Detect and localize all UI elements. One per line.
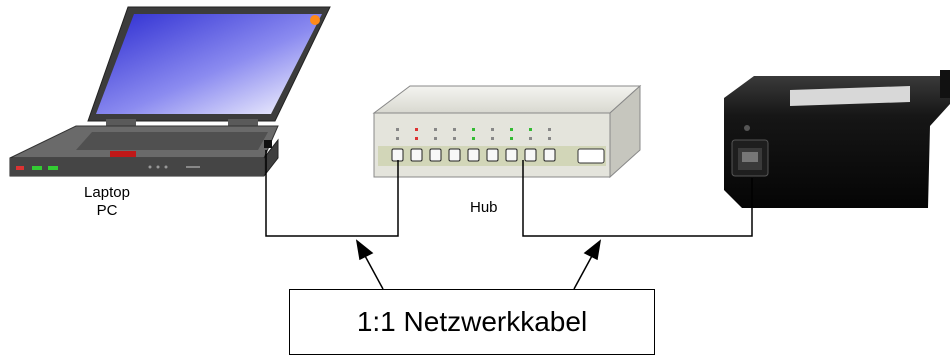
network-adapter-icon [724, 70, 950, 208]
hub-led [396, 137, 399, 140]
pointer-arrows [355, 239, 602, 290]
hub-port [505, 148, 518, 162]
hub-led [396, 128, 399, 131]
hub-led [434, 128, 437, 131]
laptop-label-line2: PC [96, 202, 118, 219]
cable-label-box: 1:1 Netzwerkkabel [289, 289, 655, 355]
hub-led [529, 137, 532, 140]
laptop-icon [9, 6, 331, 177]
hub-led [472, 137, 475, 140]
hub-port [448, 148, 461, 162]
hub-led [548, 137, 551, 140]
hub-led [434, 137, 437, 140]
hub-port [486, 148, 499, 162]
hub-led [472, 128, 475, 131]
hub-label: Hub [470, 199, 498, 216]
hub-led [415, 137, 418, 140]
hub-led [491, 137, 494, 140]
hub-led [510, 137, 513, 140]
hub-port [524, 148, 537, 162]
network-cables [265, 150, 753, 237]
hub-port [429, 148, 442, 162]
hub-led [453, 128, 456, 131]
hub-led [548, 128, 551, 131]
hub-icon [372, 84, 642, 179]
hub-led [491, 128, 494, 131]
hub-port [391, 148, 404, 162]
hub-led [453, 137, 456, 140]
hub-port [543, 148, 556, 162]
hub-led [529, 128, 532, 131]
hub-port [410, 148, 423, 162]
hub-led [510, 128, 513, 131]
laptop-label: Laptop PC [72, 184, 142, 220]
hub-port [467, 148, 480, 162]
cable-label: 1:1 Netzwerkkabel [356, 306, 588, 337]
hub-led [415, 128, 418, 131]
laptop-label-line1: Laptop [84, 184, 130, 201]
